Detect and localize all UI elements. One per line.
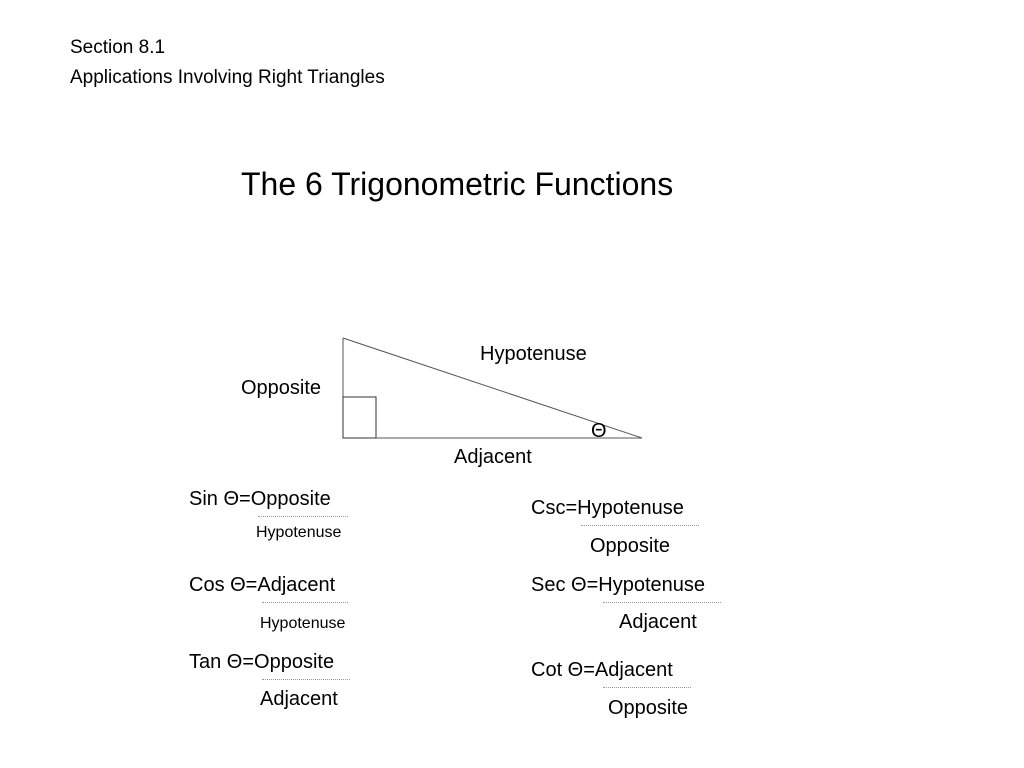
sec-fraction-bar (603, 602, 721, 603)
sin-fraction-bar (258, 516, 348, 517)
section-title: Applications Involving Right Triangles (70, 67, 385, 88)
slide-title: The 6 Trigonometric Functions (241, 166, 674, 202)
opposite-label: Opposite (241, 377, 322, 399)
cos-denominator: Hypotenuse (260, 615, 346, 632)
csc-numerator: Csc=Hypotenuse (531, 497, 684, 519)
csc-fraction-bar (581, 525, 699, 526)
tan-fraction-bar (262, 679, 350, 680)
tan-denominator: Adjacent (260, 688, 338, 710)
angle-theta-label: Θ (591, 420, 607, 442)
right-angle-marker (342, 396, 377, 439)
adjacent-label: Adjacent (454, 446, 532, 468)
cos-numerator: Cos Θ=Adjacent (189, 574, 336, 596)
cot-fraction-bar (603, 687, 691, 688)
cot-numerator: Cot Θ=Adjacent (531, 659, 673, 681)
sin-denominator: Hypotenuse (256, 524, 342, 541)
cot-denominator: Opposite (608, 697, 689, 719)
cos-fraction-bar (262, 602, 348, 603)
section-number: Section 8.1 (70, 37, 166, 58)
hypotenuse-label: Hypotenuse (480, 343, 587, 365)
hypotenuse-side (342, 337, 643, 439)
csc-denominator: Opposite (590, 535, 671, 557)
sec-denominator: Adjacent (619, 611, 697, 633)
sec-numerator: Sec Θ=Hypotenuse (531, 574, 705, 596)
tan-numerator: Tan Θ=Opposite (189, 651, 335, 673)
sin-numerator: Sin Θ=Opposite (189, 488, 331, 510)
